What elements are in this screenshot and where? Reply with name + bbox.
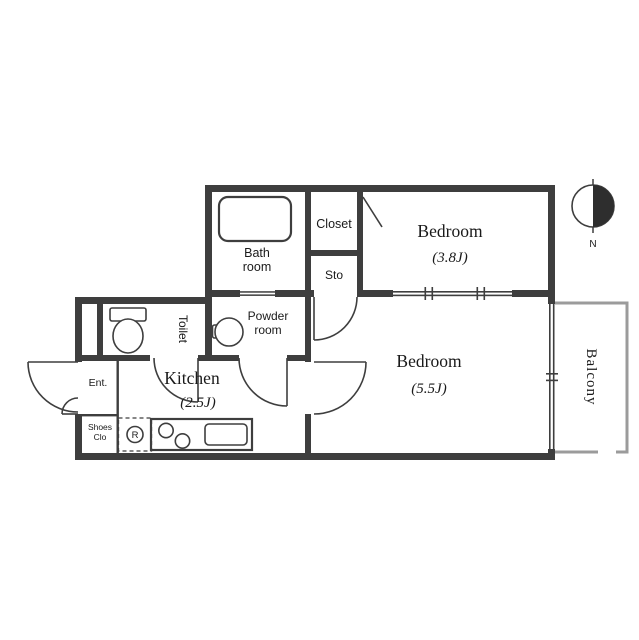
stove-burner bbox=[174, 432, 191, 449]
sliding-door-line bbox=[393, 294, 512, 297]
wall-hall-top bbox=[75, 297, 212, 304]
bedroom-a-size: (3.8J) bbox=[432, 250, 467, 266]
refrigerator-label: R bbox=[132, 430, 139, 441]
bath-folding-door-line bbox=[240, 294, 275, 296]
shoes-closet-line bbox=[82, 414, 117, 417]
doors bbox=[27, 196, 383, 415]
storage-door-arc bbox=[313, 296, 358, 341]
toilet-label: Toilet bbox=[176, 315, 190, 344]
balcony-window-tick bbox=[546, 373, 558, 375]
closet-door-leaf bbox=[362, 196, 383, 228]
shoes-closet-label-line1: Shoes bbox=[88, 422, 112, 432]
wall-bedroom-left-upper bbox=[305, 297, 311, 362]
wall-right-exterior-upper bbox=[548, 185, 555, 304]
wall-bath-closet bbox=[305, 192, 311, 290]
wall-hall-segment bbox=[287, 355, 311, 361]
bedroom-door-arc bbox=[313, 361, 367, 415]
powder-label-line2: room bbox=[254, 323, 281, 337]
powder-label-line1: Powder bbox=[248, 309, 289, 323]
wall-segment bbox=[512, 290, 555, 297]
bath-label-line2: room bbox=[243, 260, 271, 274]
balcony-window-tick bbox=[546, 379, 558, 382]
kitchen-label: Kitchen bbox=[164, 368, 220, 388]
kitchen-sink bbox=[204, 423, 248, 446]
wall-closet-bedroom bbox=[357, 192, 363, 290]
entrance-label: Ent. bbox=[89, 377, 108, 389]
bath-folding-door-line bbox=[240, 291, 275, 293]
wall-segment bbox=[205, 290, 240, 297]
toilet-bowl bbox=[112, 318, 144, 354]
walls bbox=[75, 185, 555, 460]
wall-left-exterior-lower bbox=[75, 414, 82, 460]
balcony-outline bbox=[555, 301, 629, 454]
balcony-window-line bbox=[549, 304, 551, 449]
toilet-door-arc bbox=[153, 357, 199, 403]
wall-top-exterior bbox=[205, 185, 555, 192]
compass-north-label: N bbox=[589, 239, 596, 250]
closet-label: Closet bbox=[316, 217, 352, 231]
labels: Bedroom (3.8J) Bedroom (5.5J) Kitchen (2… bbox=[88, 217, 599, 442]
bath-label-line1: Bath bbox=[244, 246, 270, 260]
kitchen-size: (2.5J) bbox=[180, 395, 215, 411]
wall-closet-storage bbox=[311, 250, 357, 256]
entrance-subdoor-arc bbox=[61, 397, 79, 415]
bedroom-a-label: Bedroom bbox=[417, 221, 483, 241]
wall-left-exterior-upper bbox=[75, 297, 82, 362]
wall-right-exterior-lower bbox=[548, 449, 555, 460]
bedroom-b-label: Bedroom bbox=[396, 351, 462, 371]
compass: N bbox=[571, 179, 615, 250]
wall-hall-segment bbox=[82, 355, 150, 361]
sliding-door-tick bbox=[424, 287, 427, 300]
entrance-step-line bbox=[116, 361, 119, 453]
wall-bedroom-left-lower bbox=[305, 414, 311, 453]
sliding-door-line bbox=[393, 291, 512, 293]
compass-fill-half bbox=[593, 185, 614, 227]
wall-segment bbox=[357, 290, 393, 297]
wall-left-upper-block bbox=[205, 185, 212, 361]
entrance-door-arc bbox=[27, 361, 79, 413]
bathtub bbox=[217, 195, 293, 243]
stove-burner bbox=[158, 422, 175, 439]
powder-door-arc bbox=[238, 357, 288, 407]
fixtures bbox=[109, 195, 293, 452]
wall-hall-segment bbox=[198, 355, 239, 361]
sliding-door-tick bbox=[483, 287, 486, 300]
storage-label: Sto bbox=[325, 268, 343, 282]
sliding-door-tick bbox=[431, 287, 434, 300]
bedroom-b-size: (5.5J) bbox=[411, 381, 446, 397]
balcony-window-line bbox=[552, 304, 555, 449]
shoes-closet-label-line2: Clo bbox=[94, 432, 107, 442]
wall-bottom-exterior bbox=[75, 453, 555, 460]
wall-segment bbox=[275, 290, 314, 297]
partitions-and-windows bbox=[82, 287, 558, 453]
wall-toilet-left bbox=[97, 304, 103, 355]
refrigerator-space bbox=[117, 417, 153, 452]
balcony-label: Balcony bbox=[583, 349, 599, 406]
powder-sink bbox=[214, 317, 244, 347]
refrigerator-circle bbox=[126, 425, 144, 444]
sliding-door-tick bbox=[476, 287, 479, 300]
